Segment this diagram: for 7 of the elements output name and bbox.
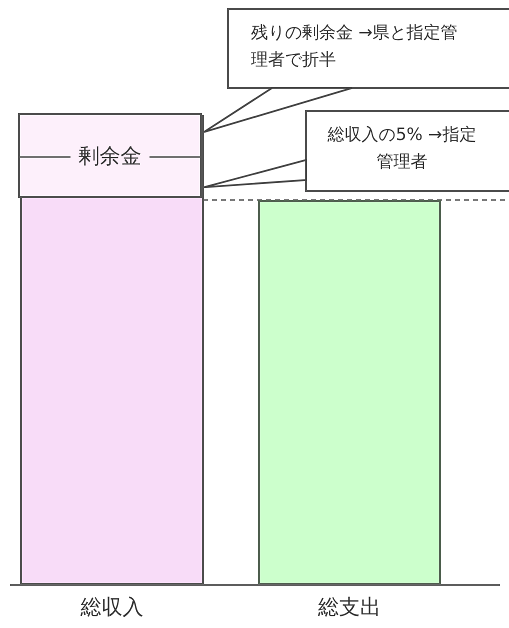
bar-label: 総支出 (318, 594, 381, 621)
callout-text: 残りの剰余金 →県と指定管理者で折半 (251, 22, 459, 72)
callout-tail (203, 87, 353, 133)
bar-label: 総収入 (80, 594, 144, 621)
callout-tail (203, 158, 307, 188)
surplus-segment (18, 113, 202, 198)
callout-text: 総収入の5% →指定管理者 (327, 124, 477, 174)
